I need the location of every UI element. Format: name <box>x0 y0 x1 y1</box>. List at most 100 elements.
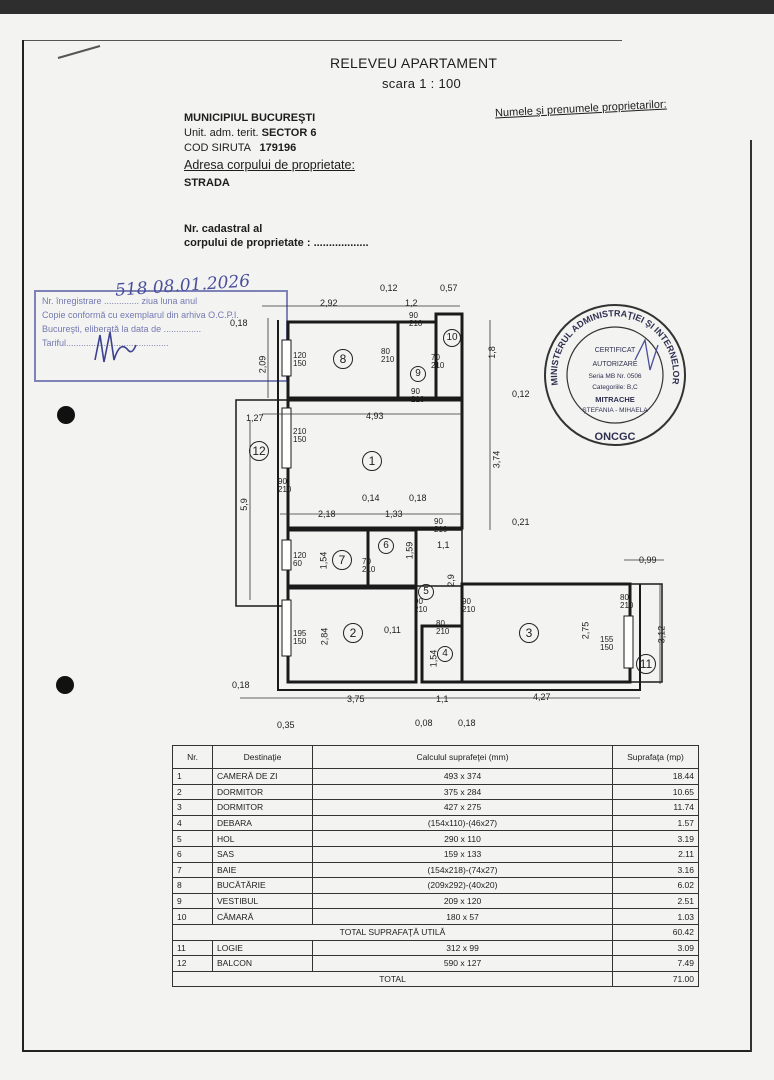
dim-label: 1,1 <box>437 540 450 550</box>
row-destination: CAMERĂ DE ZI <box>212 768 313 785</box>
ancpi-seal: MINISTERUL ADMINISTRAŢIEI ŞI INTERNELOR … <box>540 300 690 450</box>
room-12-walls <box>235 399 289 607</box>
cadastral-line-1: Nr. cadastral al <box>184 223 263 235</box>
room-label-4: 4 <box>437 646 453 662</box>
seal-line-5: MITRACHE <box>595 395 635 404</box>
dim-label: 4,27 <box>533 692 551 702</box>
dim-label: 2,18 <box>318 509 336 519</box>
dim-label: 0,08 <box>415 718 433 728</box>
room-3-walls <box>460 582 632 684</box>
row-calculation: 159 x 133 <box>312 845 613 863</box>
window-8 <box>281 339 292 377</box>
stamp-line-3: Bucureşti, eliberată la data de ........… <box>42 324 202 334</box>
row-surface: 2.11 <box>612 845 699 863</box>
row-calculation: 375 x 284 <box>312 783 613 801</box>
dim-label: 2,09 <box>257 355 268 374</box>
row-surface: 1.03 <box>612 908 699 925</box>
dim-label: 0,57 <box>440 283 458 293</box>
table-header-row: Nr. Destinaţie Calculul suprafeţei (mm) … <box>172 745 699 769</box>
row-number: 5 <box>172 830 213 847</box>
dim-label: 0,18 <box>230 318 248 328</box>
dim-label: 0,11 <box>384 625 401 635</box>
row-surface: 18.44 <box>612 768 699 785</box>
dim-label: 1,8 <box>486 346 497 359</box>
seal-line-4: Categoriile: B,C <box>592 384 638 391</box>
dim-label: 1,33 <box>385 509 403 519</box>
room-label-9: 9 <box>410 366 426 382</box>
siruta-label: COD SIRUTA <box>184 142 251 154</box>
unit-label-text: Unit. adm. terit. <box>184 127 259 139</box>
room-label-5: 5 <box>418 584 434 600</box>
punch-hole <box>57 406 75 424</box>
row-calculation: 493 x 374 <box>312 768 613 785</box>
total-useful-value: 60.42 <box>612 923 699 941</box>
row-destination: VESTIBUL <box>212 892 313 910</box>
row-number: 9 <box>172 892 213 910</box>
dim-label: 1,54 <box>318 551 329 570</box>
dim-label: 1,54 <box>428 649 439 668</box>
room-label-12: 12 <box>249 441 269 461</box>
row-calculation: (154x218)-(74x27) <box>312 861 613 879</box>
row-calculation: 312 x 99 <box>312 939 613 957</box>
row-number: 8 <box>172 877 213 894</box>
dim-label: 3,75 <box>347 694 365 704</box>
row-destination: CĂMARĂ <box>212 908 313 925</box>
room-10-walls <box>434 312 464 400</box>
address-label: Adresa corpului de proprietate: <box>184 158 355 172</box>
row-number: 4 <box>172 814 213 832</box>
unit-value: SECTOR 6 <box>261 127 317 139</box>
room-label-7: 7 <box>332 550 352 570</box>
frame-line <box>22 40 622 41</box>
total-useful-label: TOTAL SUPRAFAŢĂ UTILĂ <box>172 923 613 941</box>
row-calculation: 427 x 275 <box>312 799 613 816</box>
room-label-8: 8 <box>333 349 353 369</box>
scan-edge <box>0 0 774 14</box>
room-label-10: 10 <box>443 329 461 347</box>
row-destination: BUCĂTĂRIE <box>212 877 313 894</box>
dim-label: 0,35 <box>277 720 295 730</box>
window-7 <box>281 539 292 571</box>
row-surface: 3.09 <box>612 939 699 957</box>
siruta-value: 179196 <box>259 142 297 154</box>
siruta: COD SIRUTA 179196 <box>184 143 296 154</box>
seal-line-2: AUTORIZARE <box>593 361 638 368</box>
dim-label: 1,59 <box>404 541 415 560</box>
dim-label: 0,12 <box>380 283 398 293</box>
street-label: STRADA <box>184 177 230 189</box>
room-label-6: 6 <box>378 538 394 554</box>
dim-label: 0,18 <box>458 718 476 728</box>
stamp-line-1: Nr. înregistrare .............. ziua lun… <box>42 296 198 306</box>
row-calculation: 590 x 127 <box>312 955 613 972</box>
row-destination: SAS <box>212 845 313 863</box>
dim-label: 2,84 <box>319 627 330 646</box>
row-surface: 3.19 <box>612 830 699 847</box>
row-calculation: (154x110)-(46x27) <box>312 814 613 832</box>
row-number: 6 <box>172 845 213 863</box>
row-destination: LOGIE <box>212 939 313 957</box>
table-header: Calculul suprafeţei (mm) <box>312 745 613 769</box>
row-calculation: (209x292)-(40x20) <box>312 877 613 894</box>
row-surface: 6.02 <box>612 877 699 894</box>
row-destination: DEBARA <box>212 814 313 832</box>
seal-line-6: ŞTEFANIA - MIHAELA <box>582 407 648 414</box>
